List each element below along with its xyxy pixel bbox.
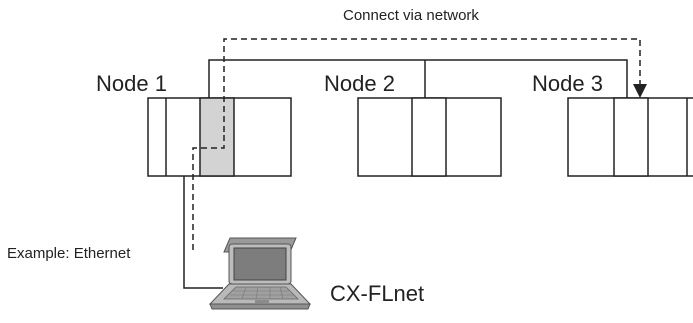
- node-3-rack: [567, 97, 693, 177]
- connection-label: Connect via network: [343, 7, 479, 24]
- laptop-icon: [208, 237, 312, 310]
- node-1-rack: [147, 97, 292, 177]
- arrow-down-icon: [633, 84, 647, 98]
- pc-dashed-link: [192, 132, 225, 250]
- ethernet-cable-line: [183, 176, 223, 289]
- node-2-network-module: [411, 97, 447, 177]
- network-bus-line: [208, 59, 628, 98]
- node-1-highlighted-module: [199, 97, 235, 177]
- node-3-label: Node 3: [532, 71, 603, 96]
- node-2-rack: [357, 97, 502, 177]
- node-2-label: Node 2: [324, 71, 395, 96]
- node-3-network-module: [613, 97, 649, 177]
- virtual-connection-dashed-line: [223, 38, 641, 132]
- software-label: CX-FLnet: [330, 281, 425, 306]
- pc-link-label: Example: Ethernet: [7, 245, 131, 262]
- node-1-label: Node 1: [96, 71, 167, 96]
